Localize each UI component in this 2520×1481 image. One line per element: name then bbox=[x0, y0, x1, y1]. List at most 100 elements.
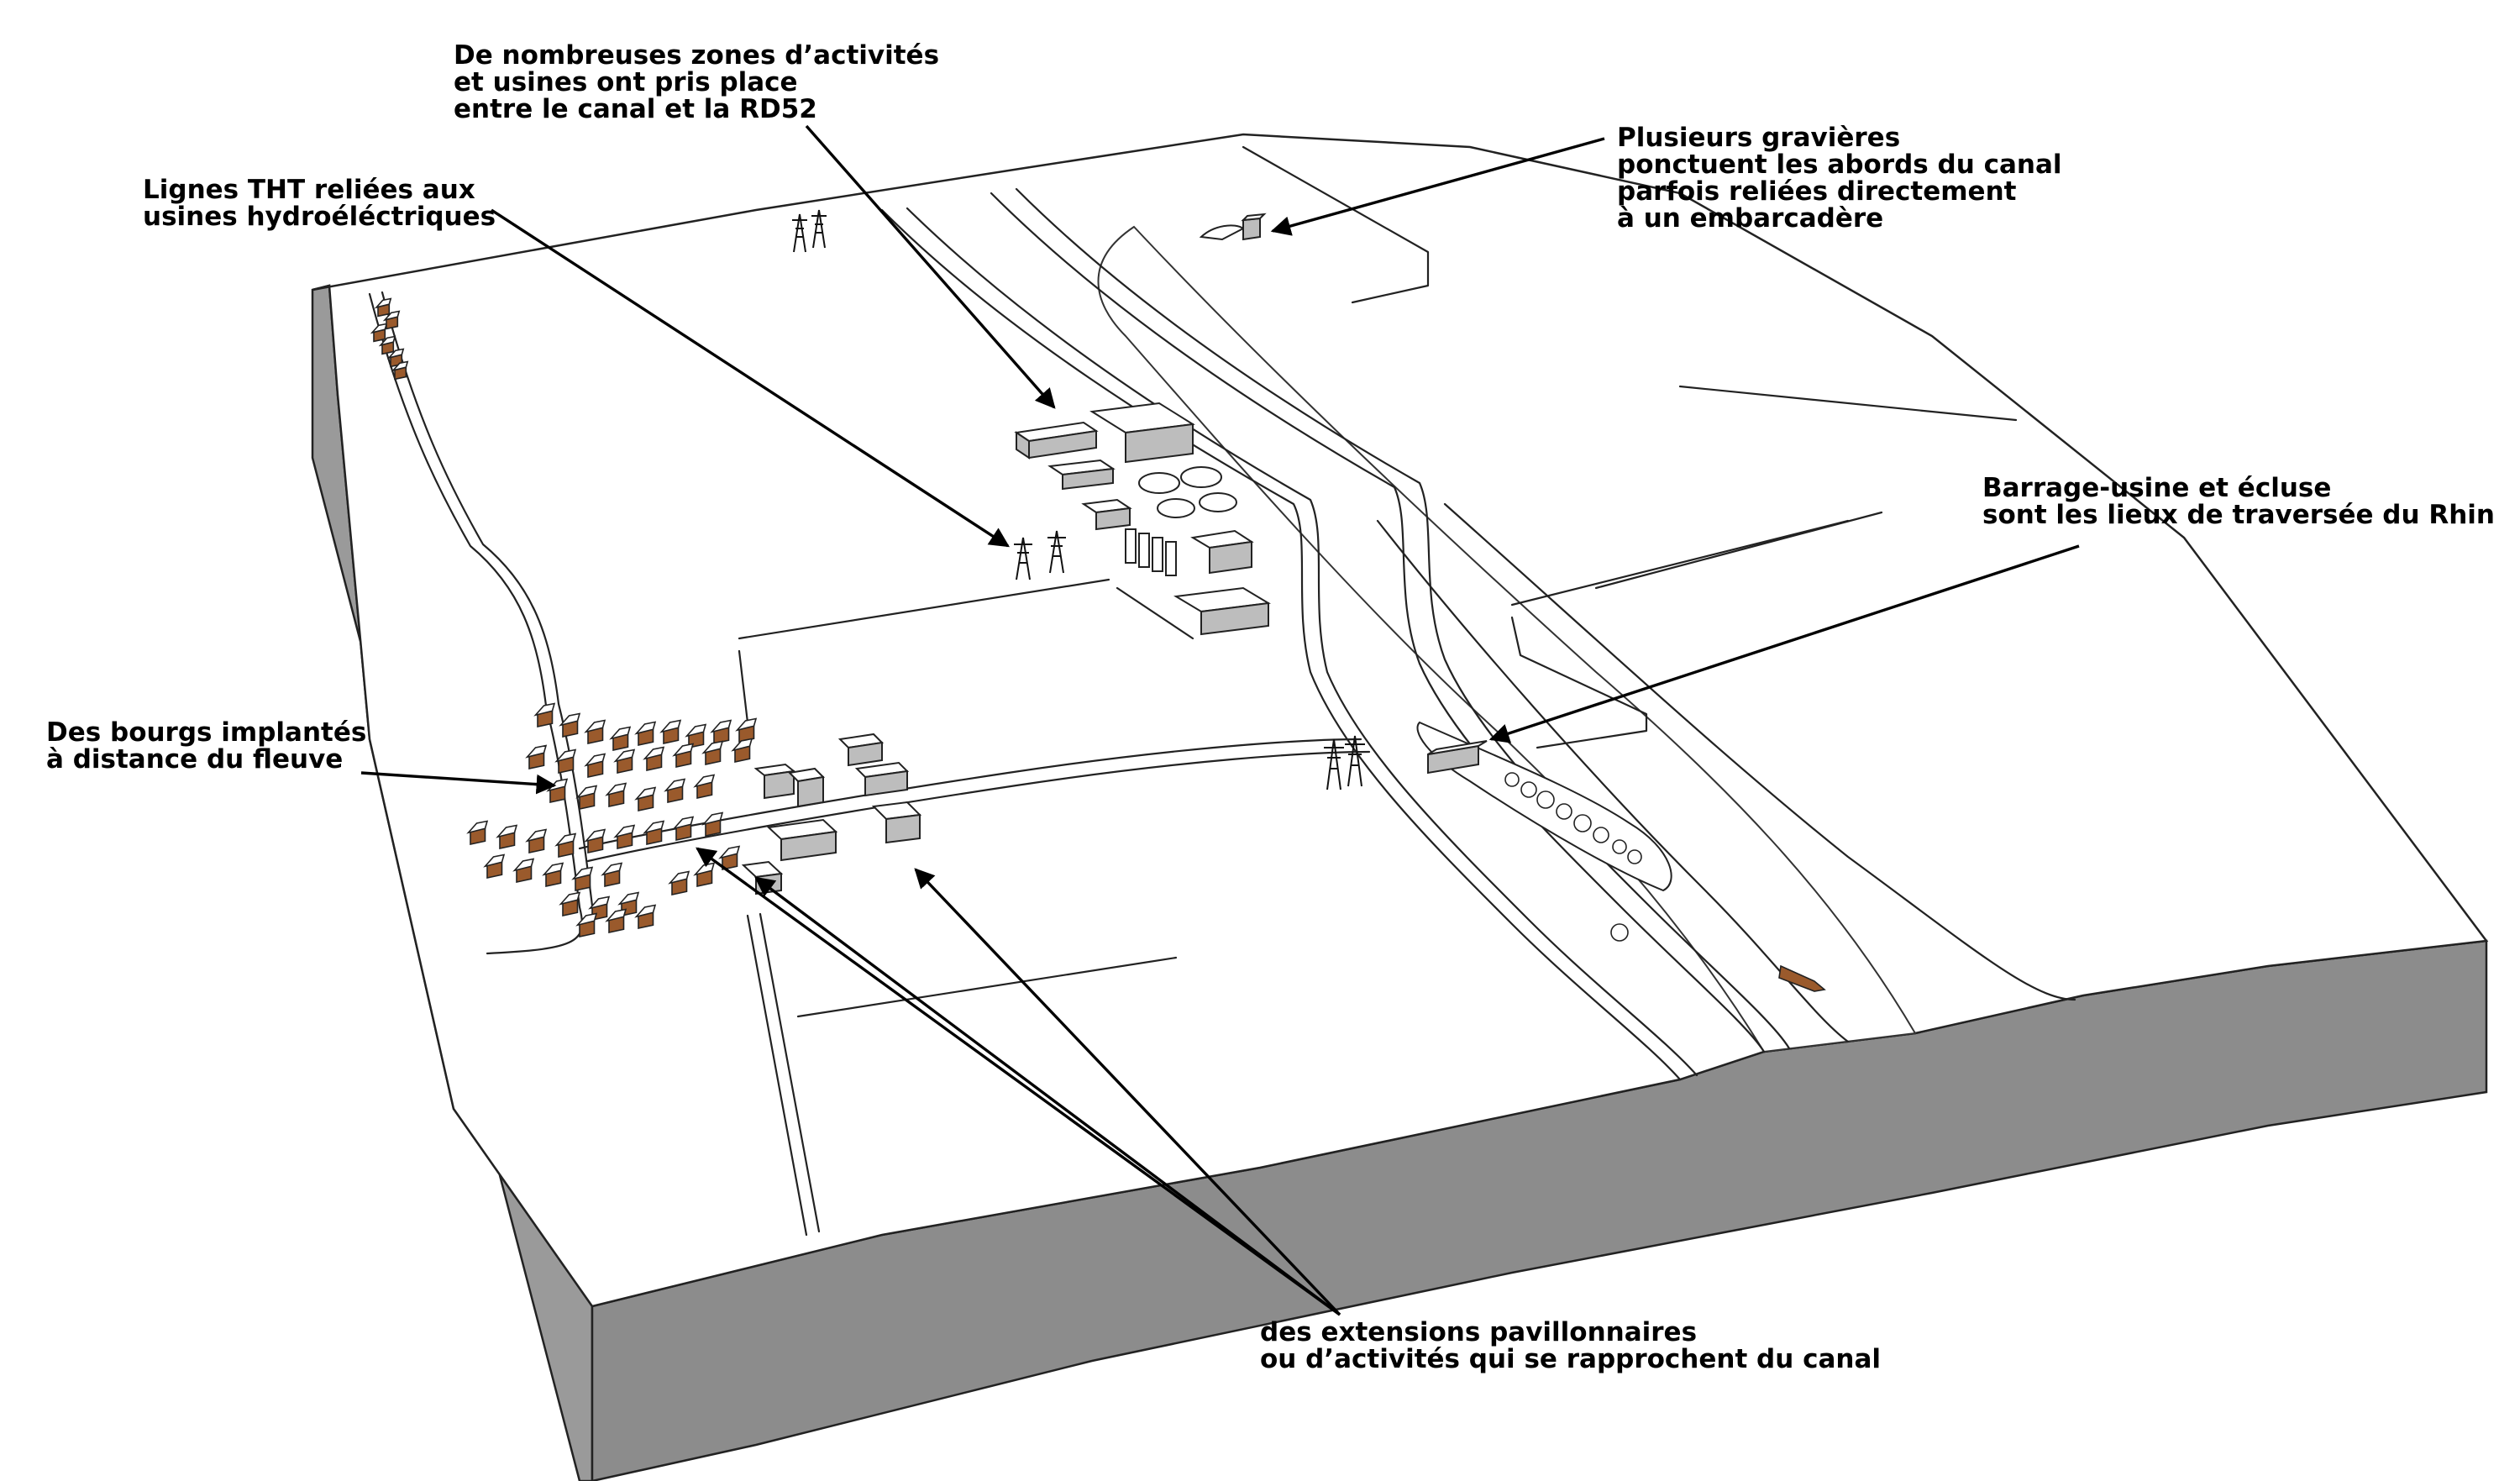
rhine-bank bbox=[1376, 519, 1850, 1043]
house-roof bbox=[664, 778, 686, 792]
house-roof bbox=[643, 820, 665, 834]
house-roof bbox=[685, 723, 707, 738]
house-roof bbox=[466, 820, 489, 834]
house-roof bbox=[525, 828, 548, 843]
house-roof bbox=[378, 335, 396, 347]
house-roof bbox=[554, 748, 577, 763]
road-east-farm bbox=[1510, 519, 1850, 749]
house-roof bbox=[634, 786, 657, 801]
field-line-east bbox=[1594, 385, 2018, 590]
arrow-lignes-tht bbox=[491, 208, 1010, 548]
house-roof bbox=[605, 908, 627, 922]
village-main bbox=[466, 702, 758, 937]
house-roof bbox=[554, 832, 577, 847]
house-roof bbox=[613, 748, 636, 763]
boat bbox=[1778, 964, 1826, 992]
label-lignes-tht-line1: Lignes THT reliées aux bbox=[143, 175, 475, 205]
label-barrage: Barrage-usine et écluse sont les lieux d… bbox=[1982, 475, 2495, 528]
house-roof bbox=[731, 738, 753, 752]
road-north-loop bbox=[738, 578, 1194, 724]
label-bourgs: Des bourgs implantés à distance du fleuv… bbox=[46, 719, 366, 773]
house-roof bbox=[588, 895, 611, 910]
label-lignes-tht: Lignes THT reliées aux usines hydroéléct… bbox=[143, 176, 496, 230]
label-gravieres-line1: Plusieurs gravières bbox=[1617, 123, 1901, 153]
label-extensions-line1: des extensions pavillonnaires bbox=[1260, 1317, 1698, 1347]
label-lignes-tht-line2: usines hydroéléctriques bbox=[143, 202, 496, 232]
gravel-pit bbox=[1199, 213, 1267, 241]
label-zones-activites: De nombreuses zones d’activités et usine… bbox=[454, 42, 939, 123]
label-gravieres: Plusieurs gravières ponctuent les abords… bbox=[1617, 124, 2062, 232]
house-roof bbox=[601, 862, 623, 876]
house-roof bbox=[584, 828, 606, 843]
house-roof bbox=[701, 811, 724, 826]
rhine-bank-outer bbox=[1443, 502, 2076, 1001]
house-roof bbox=[542, 862, 564, 876]
house-roof bbox=[718, 845, 741, 859]
label-extensions: des extensions pavillonnaires ou d’activ… bbox=[1260, 1319, 1881, 1373]
house-roof bbox=[693, 774, 716, 788]
house-roof bbox=[533, 702, 556, 717]
barrage-usine bbox=[1427, 740, 1488, 775]
house-roof bbox=[710, 719, 732, 733]
house-roof bbox=[672, 743, 695, 757]
canal-bank-right-outer bbox=[1015, 187, 1791, 1050]
arrow-zones-activites bbox=[805, 124, 1056, 409]
label-barrage-line2: sont les lieux de traversée du Rhin bbox=[1982, 500, 2495, 530]
house-roof bbox=[605, 782, 627, 796]
house-roof bbox=[525, 744, 548, 759]
label-barrage-line1: Barrage-usine et écluse bbox=[1982, 473, 2332, 503]
house-roof bbox=[512, 858, 535, 872]
label-zones-activites-line3: entre le canal et la RD52 bbox=[454, 94, 817, 124]
house-roof bbox=[668, 870, 690, 885]
label-zones-activites-line1: De nombreuses zones d’activités bbox=[454, 40, 940, 71]
label-extensions-line2: ou d’activités qui se rapprochent du can… bbox=[1260, 1344, 1882, 1374]
arrow-extensions-2 bbox=[754, 876, 1341, 1316]
road-main-east-2 bbox=[586, 750, 1371, 863]
house-roof bbox=[634, 721, 657, 735]
block-top-surface bbox=[312, 133, 2489, 1308]
pylon-canal bbox=[1324, 735, 1365, 790]
house-roof bbox=[701, 740, 724, 754]
road-rd52-2 bbox=[381, 291, 594, 907]
house-roof bbox=[634, 904, 657, 918]
house-roof bbox=[391, 360, 409, 372]
arrow-bourgs bbox=[360, 771, 557, 795]
road-south bbox=[746, 912, 1178, 1237]
house-roof bbox=[559, 891, 581, 906]
house-roof bbox=[613, 824, 636, 838]
arrow-extensions-3 bbox=[914, 868, 1341, 1316]
house-roof bbox=[643, 746, 665, 760]
house-roof bbox=[496, 824, 518, 838]
house-roof bbox=[386, 348, 405, 360]
house-roof bbox=[559, 712, 581, 727]
house-roof bbox=[483, 853, 506, 868]
arrow-gravieres bbox=[1270, 137, 1605, 236]
pylon-center bbox=[1014, 530, 1066, 580]
house-roof bbox=[382, 310, 401, 322]
house-roof bbox=[584, 753, 606, 767]
house-roof bbox=[617, 891, 640, 906]
house-roof bbox=[672, 816, 695, 830]
house-roof bbox=[659, 719, 682, 733]
label-bourgs-line2: à distance du fleuve bbox=[46, 744, 344, 775]
arrow-barrage bbox=[1488, 544, 2080, 743]
pylon-north bbox=[792, 209, 827, 253]
house-roof bbox=[374, 297, 392, 309]
house-roof bbox=[571, 866, 594, 880]
arrow-extensions-1 bbox=[696, 847, 1341, 1316]
road-gravel bbox=[1242, 145, 1430, 304]
lock-trees bbox=[1504, 772, 1642, 942]
industrial-zone bbox=[1014, 402, 1271, 636]
label-gravieres-line2: ponctuent les abords du canal bbox=[1617, 150, 2062, 180]
house-roof bbox=[735, 717, 758, 732]
canal-bank-right bbox=[990, 192, 1766, 1053]
canal-bank-left-outer bbox=[880, 208, 1682, 1081]
house-roof bbox=[575, 912, 598, 927]
label-bourgs-line1: Des bourgs implantés bbox=[46, 717, 367, 748]
house-roof bbox=[584, 719, 606, 733]
house-roof bbox=[575, 785, 598, 799]
label-gravieres-line4: à un embarcadère bbox=[1617, 203, 1884, 234]
label-zones-activites-line2: et usines ont pris place bbox=[454, 67, 798, 97]
village-north bbox=[370, 297, 409, 381]
